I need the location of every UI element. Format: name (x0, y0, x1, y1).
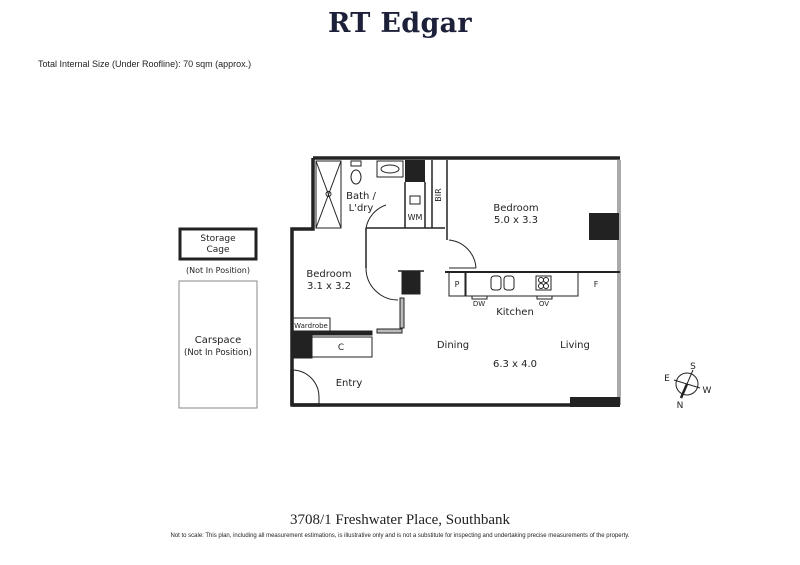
window-wall (617, 160, 621, 405)
bedroom-second-label: Bedroom (306, 269, 351, 280)
compass-w: W (703, 386, 712, 396)
compass-e: E (664, 374, 670, 384)
pantry-label: P (455, 280, 460, 289)
total-size-label: Total Internal Size (Under Roofline): 70… (38, 59, 252, 69)
ov-label: OV (539, 300, 549, 308)
dw-label: DW (473, 300, 485, 308)
carspace-label: Carspace (195, 335, 242, 346)
bir-label: BIR (434, 188, 443, 202)
compass-icon (673, 369, 701, 399)
bath-label-2: L'dry (349, 203, 374, 214)
bedroom-main-dims: 5.0 x 3.3 (494, 215, 538, 226)
column-bedroom (589, 213, 619, 240)
kitchen (445, 271, 620, 300)
storage-note: (Not In Position) (186, 266, 250, 275)
living-label: Living (560, 340, 590, 351)
wardrobe-label: Wardrobe (294, 322, 328, 330)
compass-n: N (677, 401, 684, 411)
entry-label: Entry (336, 378, 363, 389)
brand-logo: RT Edgar (328, 8, 472, 39)
bath-label-1: Bath / (346, 191, 376, 202)
column-bath (405, 160, 425, 182)
storage-label-1: Storage (200, 234, 236, 244)
fridge-label: F (594, 280, 599, 289)
column-living (570, 397, 620, 407)
carspace-note: (Not In Position) (184, 348, 252, 358)
wm-label: WM (408, 213, 423, 222)
compass-s: S (690, 362, 696, 372)
disclaimer: Not to scale: This plan, including all m… (170, 533, 630, 539)
dining-label: Dining (437, 340, 469, 351)
kitchen-label: Kitchen (496, 307, 534, 318)
property-address: 3708/1 Freshwater Place, Southbank (290, 512, 510, 528)
bathroom (315, 160, 448, 240)
storage-cage: Storage Cage (Not In Position) (178, 227, 258, 275)
carspace: Carspace (Not In Position) (178, 280, 258, 409)
cupboard-label: C (338, 343, 344, 353)
bedroom-second-dims: 3.1 x 3.2 (307, 281, 351, 292)
outer-walls (290, 156, 620, 407)
storage-label-2: Cage (206, 245, 230, 255)
bedroom-main-label: Bedroom (493, 203, 538, 214)
living-dims: 6.3 x 4.0 (493, 359, 537, 370)
